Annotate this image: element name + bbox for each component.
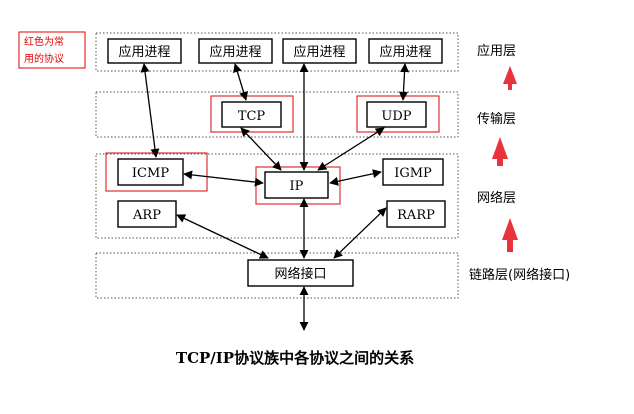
rarp-label: RARP — [397, 208, 435, 223]
arrow-app4-udp — [398, 63, 410, 101]
arrow-app2-tcp — [233, 63, 248, 101]
up-arrow-2 — [492, 137, 508, 166]
ip-node: IP — [264, 171, 329, 199]
link-layer-band — [95, 252, 459, 299]
up-arrow-1 — [503, 66, 517, 90]
arrow-icmp-ip — [183, 170, 264, 187]
udp-label: UDP — [381, 109, 411, 124]
layer-label-network: 网络层 — [477, 190, 516, 206]
layer-label-link: 链路层(网络接口) — [469, 267, 570, 283]
tcp-node: TCP — [221, 101, 282, 128]
arp-node: ARP — [117, 200, 177, 228]
app-process-3: 应用进程 — [282, 38, 357, 64]
arp-label: ARP — [132, 208, 161, 223]
network-interface-label: 网络接口 — [274, 266, 326, 282]
app-process-3-label: 应用进程 — [293, 44, 345, 60]
arrow-udp-ip — [317, 127, 385, 171]
network-layer-band — [95, 153, 459, 239]
app-process-4-label: 应用进程 — [379, 44, 431, 60]
udp-highlight — [356, 95, 440, 133]
app-process-2-label: 应用进程 — [209, 44, 261, 60]
app-process-1: 应用进程 — [107, 38, 182, 64]
app-process-1-label: 应用进程 — [118, 44, 170, 60]
arrow-tcp-ip — [240, 127, 282, 171]
layer-label-application: 应用层 — [477, 43, 516, 59]
rarp-node: RARP — [386, 200, 446, 228]
network-interface-node: 网络接口 — [247, 259, 354, 287]
arrow-ip-igmp — [329, 169, 382, 186]
udp-node: UDP — [366, 101, 427, 128]
arrow-rarp-netif — [333, 207, 387, 259]
ip-label: IP — [290, 179, 304, 194]
up-arrow-3 — [502, 218, 518, 252]
app-process-2: 应用进程 — [198, 38, 273, 64]
icmp-node: ICMP — [117, 158, 184, 186]
legend-note-line1: 红色为常 — [24, 35, 64, 48]
diagram-caption: TCP/IP协议族中各协议之间的关系 — [176, 349, 414, 367]
legend-note-line2: 用的协议 — [24, 52, 64, 65]
icmp-label: ICMP — [132, 166, 169, 181]
legend-note-box — [18, 31, 86, 69]
igmp-node: IGMP — [382, 158, 444, 186]
arrow-arp-netif — [176, 214, 269, 259]
tcp-label: TCP — [238, 109, 266, 124]
layer-label-transport: 传输层 — [477, 111, 516, 127]
igmp-label: IGMP — [394, 166, 432, 181]
app-process-4: 应用进程 — [368, 38, 443, 64]
arrow-app1-icmp — [140, 63, 160, 158]
application-layer-band — [95, 32, 459, 72]
